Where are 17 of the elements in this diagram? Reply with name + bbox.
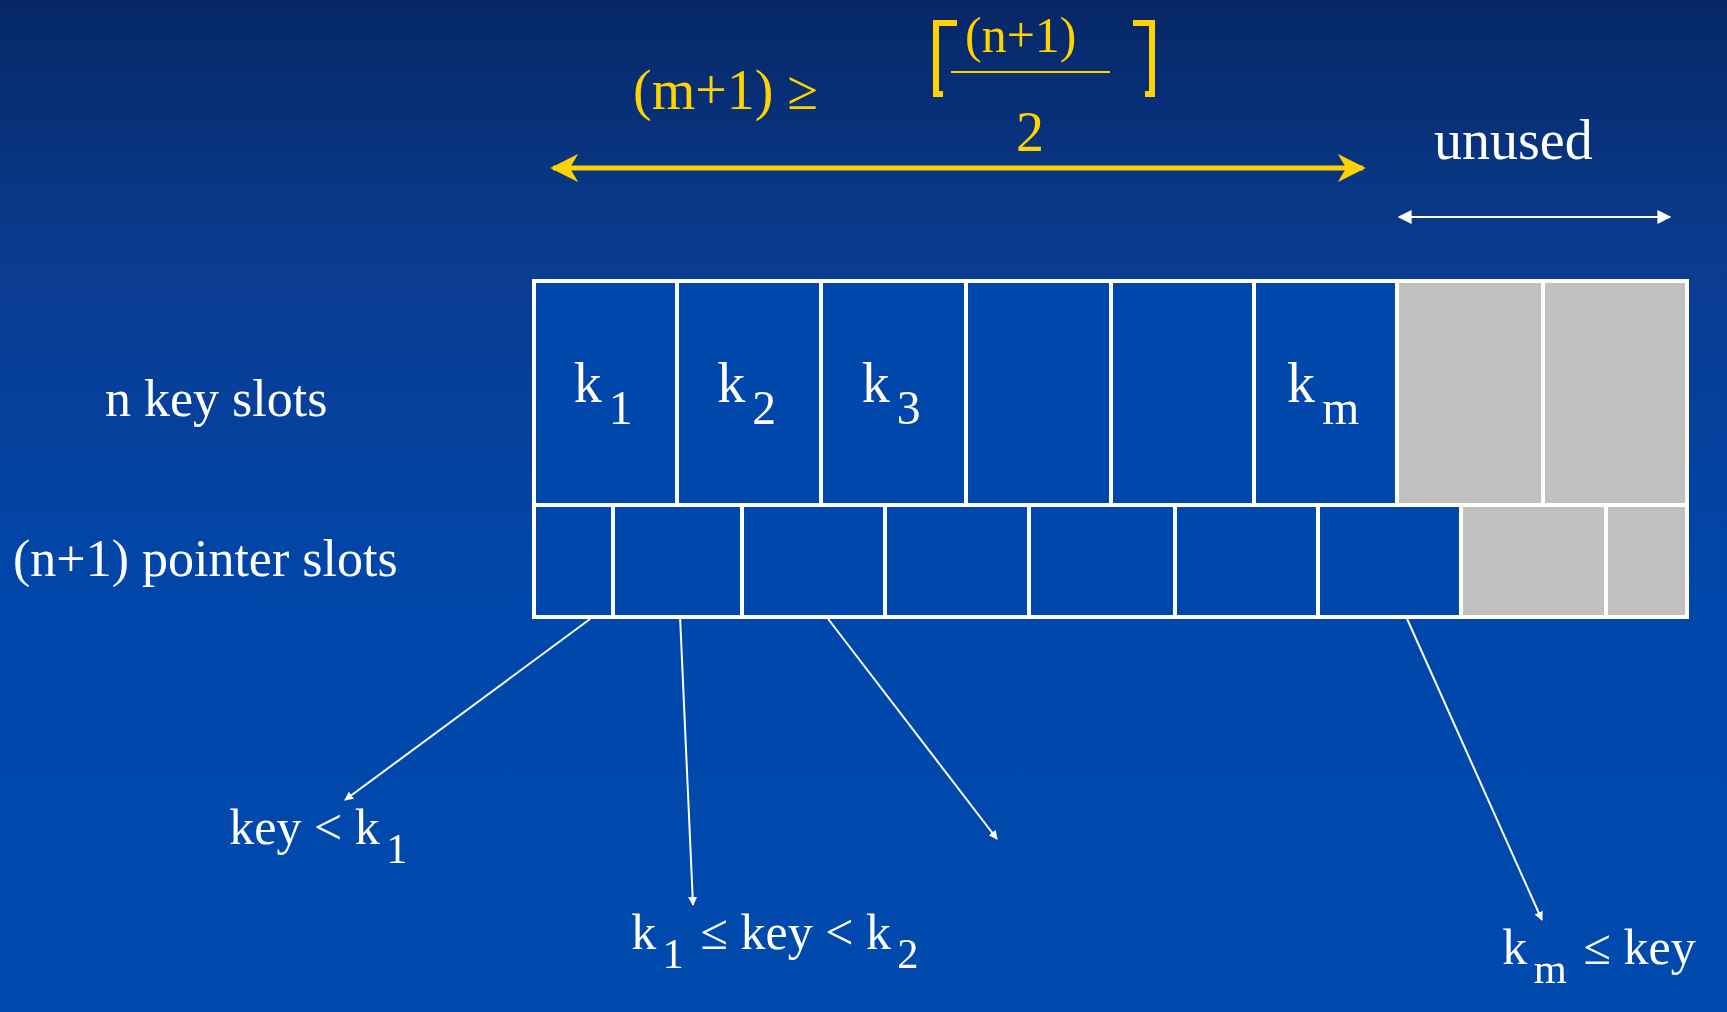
arrow <box>679 618 698 906</box>
region-label: unused <box>1434 110 1593 172</box>
row-label: n key slots <box>105 370 328 428</box>
key-label: k$_{m}$ <box>1287 351 1361 435</box>
key-label: k$_{3}$ <box>861 351 922 435</box>
formula-text: 2 <box>1016 102 1044 164</box>
arrow <box>344 618 592 801</box>
key-label: k$_{2}$ <box>717 351 778 435</box>
arrow <box>1406 618 1543 921</box>
condition-text: k$_{1}$ ≤ key < k$_{2}$ <box>567 905 987 1001</box>
condition-text: key < k$_{1}$ <box>198 800 443 886</box>
formula-text: (n+1) <box>965 8 1077 63</box>
key-label: k$_{1}$ <box>573 351 634 435</box>
formula-text: (m+1) ≥ <box>633 60 819 122</box>
row-label: (n+1) pointer slots <box>13 530 398 588</box>
condition-text: k$_{m}$ ≤ key <box>1475 920 1723 1010</box>
arrow <box>827 618 998 840</box>
